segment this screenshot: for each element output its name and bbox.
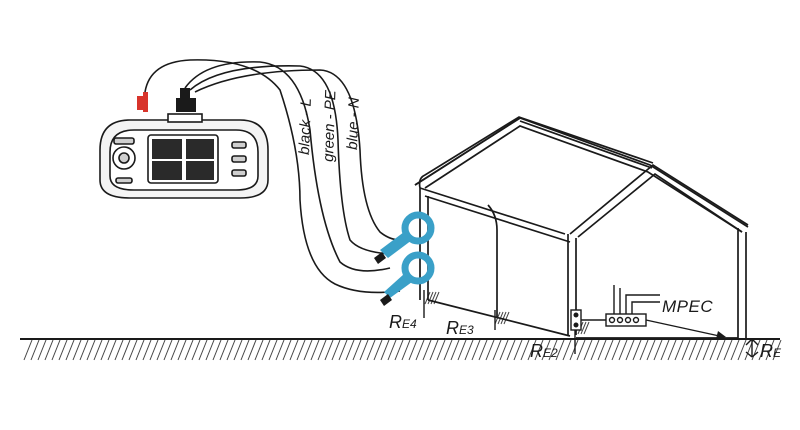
current-clamp-upper [374,211,435,264]
current-clamp-lower [380,251,435,306]
test-cables [144,59,409,294]
label-re4: RE4 [389,312,417,332]
tester-instrument [99,113,269,199]
equipotential-bar [570,285,726,339]
probe-plugs [137,88,196,112]
label-re3: RE3 [446,318,474,338]
cable-label-blue: blue - N [344,97,363,150]
cable-label-green: green - PE [320,89,340,162]
label-re: RE [760,341,782,361]
label-mpec: MPEC [662,297,713,316]
current-clamps [374,211,435,306]
cable-label-black: black - L [296,98,315,155]
label-re2: RE2 [530,341,558,361]
ground [20,291,782,361]
ground-hatching [23,291,782,361]
